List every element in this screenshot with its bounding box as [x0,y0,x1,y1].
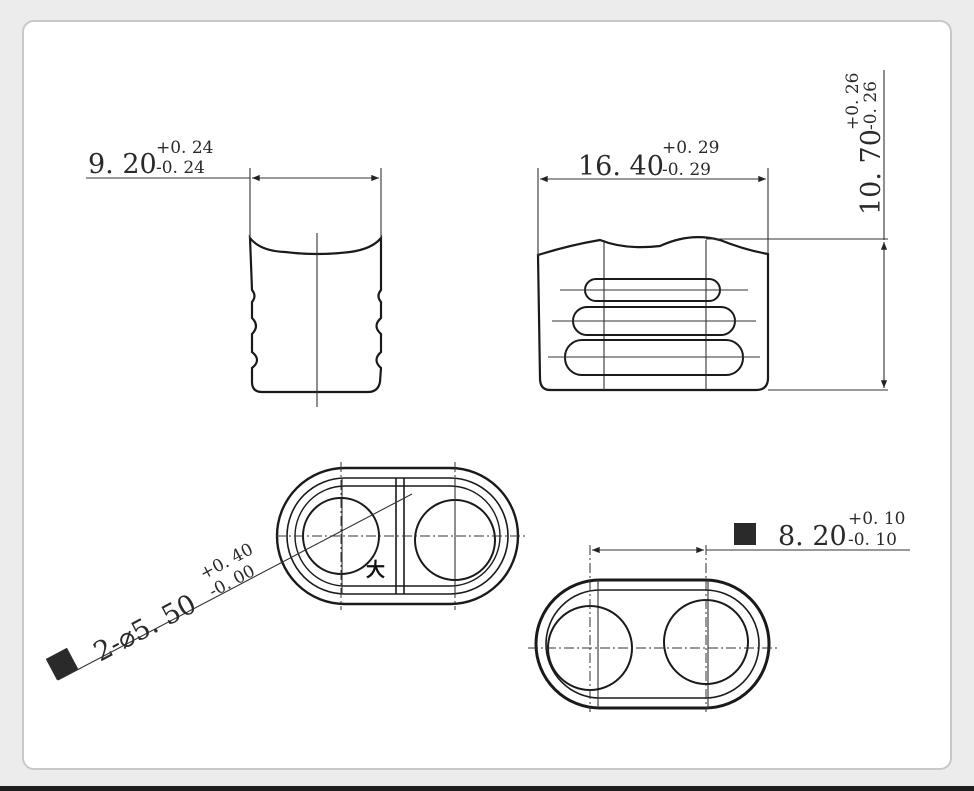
hole-dia-value: 2-⌀5. 50 [89,589,202,669]
width-small-value: 9. 20 [88,149,157,180]
height-tol-plus: +0. 26 [843,73,863,131]
hole-spacing-value: 8. 20 [778,521,847,552]
height-value: 10. 70 [856,129,887,215]
top-view-b: 8. 20 +0. 10 -0. 10 [528,509,910,712]
drawing-frame [22,20,952,770]
front-view: 16. 40 +0. 29 -0. 29 10. 70 +0. 26 -0. 2… [536,70,888,392]
hole-spacing-tol-plus: +0. 10 [848,509,906,529]
datum-square-hole [45,647,79,681]
height-tol-minus: -0. 26 [861,81,881,130]
width-large-tol-minus: -0. 29 [662,160,711,180]
width-large-value: 16. 40 [578,151,664,182]
width-small-tol-minus: -0. 24 [156,158,205,178]
top-view-a: 大 2-⌀5. 50 +0. 40 -0. 00 [45,462,525,681]
width-large-tol-plus: +0. 29 [662,138,720,158]
hole-spacing-tol-minus: -0. 10 [848,530,897,550]
side-view: 9. 20 +0. 24 -0. 24 [86,138,383,407]
logo-mark: 大 [366,558,385,581]
datum-square-spacing [734,523,756,545]
width-small-tol-plus: +0. 24 [156,138,214,158]
bottom-border [0,786,974,791]
